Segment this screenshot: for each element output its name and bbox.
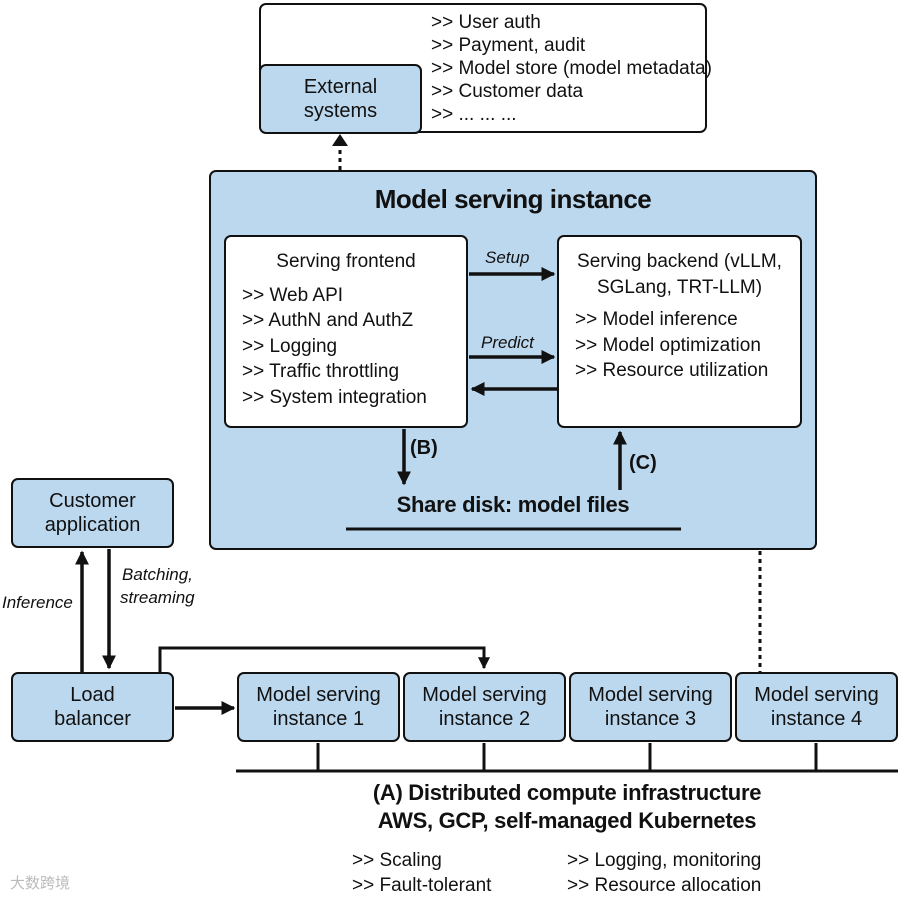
serving-instance-label-2: instance 1 xyxy=(272,708,365,730)
external-item: >> ... ... ... xyxy=(431,104,517,125)
infra-item: >> Resource allocation xyxy=(567,875,762,896)
customer-app-label-1: Customer xyxy=(49,490,136,512)
frontend-item: >> Web API xyxy=(242,284,344,306)
infra-title-1: (A) Distributed compute infrastructure xyxy=(372,780,762,805)
frontend-item: >> AuthN and AuthZ xyxy=(242,310,414,331)
frontend-item: >> Logging xyxy=(242,335,338,357)
external-systems-label-1: External xyxy=(303,76,378,98)
infra-right-list: >> Logging, monitoring >> Resource alloc… xyxy=(567,848,761,898)
serving-backend: Serving backend (vLLM, SGLang, TRT-LLM) … xyxy=(557,235,802,428)
infra-item: >> Logging, monitoring xyxy=(567,850,762,871)
backend-item: >> Model inference xyxy=(575,309,738,330)
infra-item: >> Scaling xyxy=(352,850,442,871)
external-systems-node: External systems xyxy=(259,64,422,134)
external-item: >> Customer data xyxy=(431,81,584,102)
setup-label: Setup xyxy=(485,248,530,267)
customer-app-label-2: application xyxy=(44,514,141,536)
external-arrowhead xyxy=(332,134,348,146)
serving-instance-label-2: instance 4 xyxy=(770,708,863,730)
load-balancer: Load balancer xyxy=(11,672,174,742)
infra-item: >> Fault-tolerant xyxy=(352,875,492,896)
watermark: 大数跨境 xyxy=(10,875,71,892)
instance-title: Model serving instance xyxy=(374,184,652,214)
serving-instance-3: Model serving instance 3 xyxy=(569,672,732,742)
shared-disk-label: Share disk: model files xyxy=(396,492,630,517)
external-item: >> User auth xyxy=(431,12,541,33)
serving-instance-2: Model serving instance 2 xyxy=(403,672,566,742)
predict-label: Predict xyxy=(481,333,534,352)
serving-instance-4: Model serving instance 4 xyxy=(735,672,898,742)
frontend-item: >> System integration xyxy=(242,386,427,408)
c-label: (C) xyxy=(629,452,657,474)
batching-label-1: Batching, xyxy=(122,565,193,584)
frontend-title: Serving frontend xyxy=(276,251,416,272)
backend-item: >> Model optimization xyxy=(575,334,761,356)
backend-title-2: SGLang, TRT-LLM) xyxy=(596,276,763,298)
serving-instance-label-1: Model serving xyxy=(422,684,547,706)
batching-label-2: streaming xyxy=(120,588,195,607)
backend-item: >> Resource utilization xyxy=(575,360,769,381)
lb-to-instance2-arrow xyxy=(158,646,490,672)
serving-instance-label-1: Model serving xyxy=(588,684,713,706)
external-item: >> Model store (model metadata) xyxy=(431,58,712,79)
load-balancer-label-1: Load xyxy=(70,684,115,706)
serving-instance-label-1: Model serving xyxy=(256,684,381,706)
inference-label: Inference xyxy=(2,593,73,612)
serving-instance-1: Model serving instance 1 xyxy=(237,672,400,742)
infra-title-2: AWS, GCP, self-managed Kubernetes xyxy=(377,808,757,833)
external-systems-label-2: systems xyxy=(303,100,378,122)
customer-application: Customer application xyxy=(11,478,174,548)
load-balancer-label-2: balancer xyxy=(54,708,131,730)
serving-instance-label-1: Model serving xyxy=(754,684,879,706)
serving-instance-label-2: instance 3 xyxy=(604,708,697,730)
b-label: (B) xyxy=(410,437,438,459)
external-item: >> Payment, audit xyxy=(431,35,586,56)
infra-left-list: >> Scaling >> Fault-tolerant xyxy=(352,848,491,898)
serving-instance-label-2: instance 2 xyxy=(438,708,531,730)
backend-title-1: Serving backend (vLLM, xyxy=(577,251,782,272)
serving-frontend: Serving frontend >> Web API >> AuthN and… xyxy=(224,235,468,428)
frontend-item: >> Traffic throttling xyxy=(242,361,400,382)
